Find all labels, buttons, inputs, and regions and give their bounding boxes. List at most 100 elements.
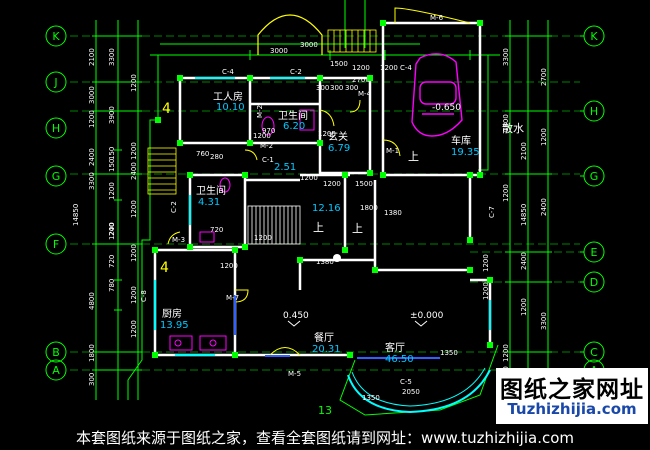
dim-left-inner-10: 1200 [130, 74, 138, 92]
brand-badge[interactable]: 图纸之家网址 Tuzhizhijia.com [496, 368, 648, 424]
section-mark-4b: 4 [160, 260, 169, 276]
dim-left-outer-7: 300 [88, 373, 96, 386]
dim-left-outer-3: 2400 [88, 148, 96, 166]
dim-left-inner-1: 3900 [108, 106, 116, 124]
svg-text:G: G [52, 170, 61, 183]
column-marker [467, 237, 473, 243]
dim-top-6: 1200 [352, 64, 370, 72]
dim-interior-12: 2050 [402, 388, 420, 396]
axis-bubble-left-b: B [45, 341, 67, 363]
room-area-kitchen: 13.95 [160, 320, 189, 331]
dim-interior-1: 1500 [355, 180, 373, 188]
room-area-dining: 20.31 [312, 344, 341, 355]
svg-text:E: E [591, 246, 598, 259]
dim-left-outer-4: 3300 [88, 172, 96, 190]
dim-right-inner-5: 1200 [482, 254, 490, 272]
column-marker [342, 172, 348, 178]
windows [154, 77, 491, 356]
column-marker [347, 352, 353, 358]
dim-interior-7: 1200 [254, 234, 272, 242]
dim-right-inner-1: 1200 [540, 128, 548, 146]
room-name-garage: 车库 [451, 134, 471, 147]
left-dimension-lines [92, 20, 142, 400]
brand-url[interactable]: Tuzhizhijia.com [507, 400, 637, 418]
tag-c-5: C-5 [400, 378, 412, 386]
axis-bubble-right-g: G [580, 165, 605, 187]
bay-arch [257, 14, 323, 55]
tag-c-4: C-4 [222, 68, 234, 76]
tag-m-7: M-7 [226, 294, 239, 302]
doors [167, 7, 471, 356]
column-marker [152, 247, 158, 253]
svg-text:K: K [52, 30, 60, 43]
room-area-garage: 19.35 [451, 147, 480, 158]
room-name-dining: 餐厅 [314, 331, 334, 344]
room-area-stair-hall: 12.16 [312, 203, 341, 214]
dim-interior-8: 280 [210, 153, 223, 161]
column-marker [317, 75, 323, 81]
column-marker [242, 244, 248, 250]
column-marker [477, 20, 483, 26]
column-marker [232, 352, 238, 358]
room-name-bath1: 卫生间 [278, 109, 308, 122]
column-marker [372, 267, 378, 273]
dim-right-inner-6: 1200 [482, 282, 490, 300]
dim-interior-3: 1800 [360, 204, 378, 212]
dim-left-inner-5: 1200 [108, 222, 116, 240]
exterior-stair-left [147, 147, 177, 195]
dim-right-outer-2: 1200 [502, 184, 510, 202]
axis-bubble-left-k: K [45, 25, 67, 47]
dim-interior-11: 1380 [384, 209, 402, 217]
column-marker [177, 140, 183, 146]
room-name-foyer: 玄关 [328, 130, 348, 143]
dim-top-7: 1200 [380, 64, 398, 72]
dim-left-inner-2: 150 [108, 147, 116, 160]
dim-interior-16: 720 [210, 226, 223, 234]
room-area-living: 46.50 [385, 354, 414, 365]
annotations: 散水 上 上 上 4 4 13 [160, 101, 524, 417]
dim-left-outer-8: 14850 [72, 204, 80, 226]
column-marker [467, 267, 473, 273]
dim-left-inner-12: 1200 [130, 200, 138, 218]
dim-left-inner-4: 1200 [108, 182, 116, 200]
room-labels: 工人房 10.10 卫生间 6.20 玄关 6.79 车库 19.35 卫生间 … [160, 90, 480, 365]
dim-left-inner-3: 150 [108, 159, 116, 172]
dim-left-outer-6: 1800 [88, 344, 96, 362]
tag-c-4: C-4 [400, 64, 412, 72]
svg-text:C: C [590, 346, 598, 359]
column-marker [187, 244, 193, 250]
dim-interior-5: 1200 [253, 132, 271, 140]
column-marker [367, 170, 373, 176]
room-area-foyer: 6.79 [328, 143, 350, 154]
room-area-worker: 10.10 [216, 102, 245, 113]
column-marker [487, 277, 493, 283]
axis-bubble-left-j: J [45, 71, 67, 93]
column-marker [187, 172, 193, 178]
column-marker [232, 247, 238, 253]
dim-top-2: 1500 [330, 60, 348, 68]
footer-caption: 本套图纸来源于图纸之家，查看全套图纸请到网址：www.tuzhizhijia.c… [0, 426, 650, 450]
column-marker [467, 172, 473, 178]
dim-right-outer-0: 3300 [502, 48, 510, 66]
dim-left-outer-0: 2100 [88, 48, 96, 66]
dim-top-3: 2700 [352, 76, 370, 84]
axis-bubble-right-k: K [580, 25, 605, 47]
dim-left-inner-6: 240 [108, 223, 116, 236]
column-marker [380, 20, 386, 26]
up-arrow-label-1: 上 [313, 221, 324, 234]
section-mark-4a: 4 [162, 101, 171, 117]
column-marker [177, 75, 183, 81]
axis-bubble-left-g: G [45, 165, 67, 187]
axis-bubble-right-d: D [580, 271, 605, 293]
dim-left-inner-0: 3300 [108, 48, 116, 66]
up-arrow-label-3: 上 [408, 150, 419, 163]
axis-bubble-left-f: F [45, 233, 67, 255]
column-markers [152, 20, 493, 358]
tag-c-7: C-7 [488, 206, 496, 218]
dim-interior-4: 1200 [300, 174, 318, 182]
exterior-stair-top [327, 29, 377, 53]
dim-interior-9: 760 [196, 150, 209, 158]
